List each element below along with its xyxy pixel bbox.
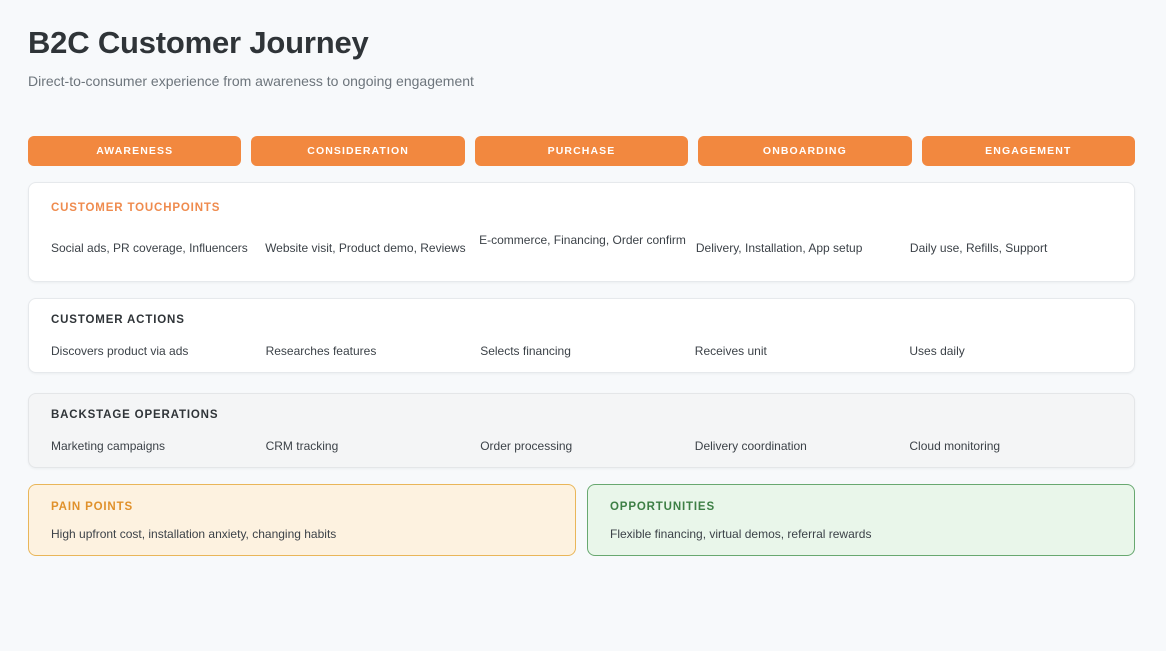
panel-opportunities: OPPORTUNITIES Flexible financing, virtua… (587, 484, 1135, 556)
row-label-customer-touchpoints: CUSTOMER TOUCHPOINTS (51, 202, 221, 214)
row-cells-customer-touchpoints: Social ads, PR coverage, Influencers Web… (51, 233, 1114, 256)
panel-text-pain-points: High upfront cost, installation anxiety,… (51, 527, 337, 541)
cell-actions-consideration: Researches features (265, 344, 377, 358)
row-backstage-operations: BACKSTAGE OPERATIONS Marketing campaigns… (28, 393, 1135, 468)
stage-pill-onboarding[interactable]: ONBOARDING (698, 136, 912, 166)
stage-header-row: AWARENESS CONSIDERATION PURCHASE ONBOARD… (28, 136, 1135, 166)
stage-pill-engagement[interactable]: ENGAGEMENT (921, 136, 1135, 166)
page-header: B2C Customer Journey Direct-to-consumer … (28, 24, 1136, 90)
panel-label-pain-points: PAIN POINTS (51, 501, 133, 513)
panel-pain-points: PAIN POINTS High upfront cost, installat… (28, 484, 576, 556)
cell-backstage-engagement: Cloud monitoring (909, 439, 1001, 453)
cell-touchpoints-awareness: Social ads, PR coverage, Influencers (51, 241, 248, 255)
cell-actions-purchase: Selects financing (480, 344, 571, 358)
row-label-customer-actions: CUSTOMER ACTIONS (51, 314, 185, 326)
cell-touchpoints-consideration: Website visit, Product demo, Reviews (265, 241, 466, 255)
cell-backstage-onboarding: Delivery coordination (694, 439, 807, 453)
cell-actions-engagement: Uses daily (909, 344, 965, 358)
row-cells-customer-actions: Discovers product via ads Researches fea… (51, 344, 1114, 359)
panel-label-opportunities: OPPORTUNITIES (610, 501, 715, 513)
panel-text-opportunities: Flexible financing, virtual demos, refer… (610, 527, 872, 541)
stage-pill-consideration[interactable]: CONSIDERATION (251, 136, 465, 166)
page-subtitle: Direct-to-consumer experience from aware… (28, 73, 474, 89)
row-customer-actions: CUSTOMER ACTIONS Discovers product via a… (28, 298, 1135, 373)
cell-touchpoints-onboarding: Delivery, Installation, App setup (695, 241, 863, 255)
page-title: B2C Customer Journey (28, 25, 369, 60)
cell-backstage-purchase: Order processing (480, 439, 573, 453)
cell-touchpoints-engagement: Daily use, Refills, Support (909, 241, 1048, 255)
row-label-backstage-operations: BACKSTAGE OPERATIONS (51, 409, 219, 421)
row-cells-backstage-operations: Marketing campaigns CRM tracking Order p… (51, 439, 1114, 454)
cell-actions-awareness: Discovers product via ads (51, 344, 189, 358)
stage-pill-awareness[interactable]: AWARENESS (28, 136, 242, 166)
cell-backstage-awareness: Marketing campaigns (51, 439, 166, 453)
row-customer-touchpoints: CUSTOMER TOUCHPOINTS Social ads, PR cove… (28, 182, 1135, 282)
stage-pill-purchase[interactable]: PURCHASE (474, 136, 689, 166)
cell-touchpoints-purchase: E-commerce, Financing, Order confirm (479, 233, 686, 247)
cell-actions-onboarding: Receives unit (694, 344, 767, 358)
cell-backstage-consideration: CRM tracking (265, 439, 339, 453)
